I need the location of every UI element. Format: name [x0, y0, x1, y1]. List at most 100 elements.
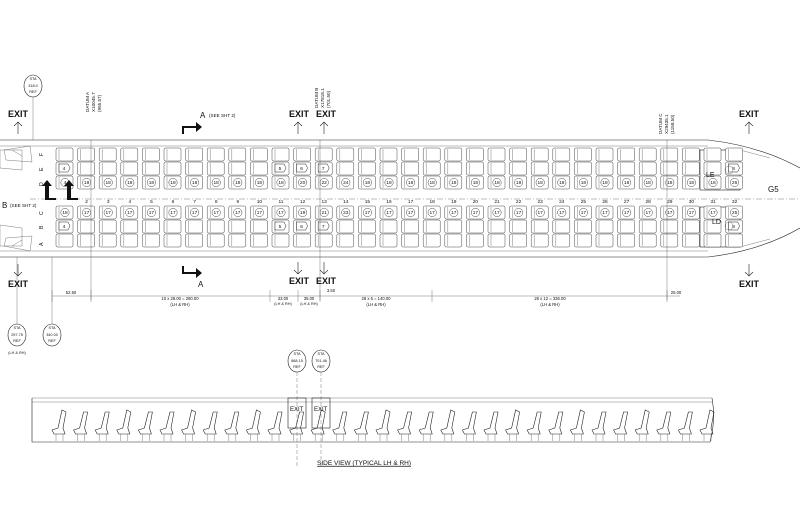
seat [444, 147, 463, 162]
seat [163, 161, 182, 176]
sta-top-left-label: STA [29, 77, 37, 81]
seat-ref-number: 17 [646, 210, 652, 216]
sta-side-2-label: STA [317, 352, 325, 356]
seat [228, 161, 247, 176]
seat-ref-bubble: 17 [643, 208, 653, 217]
sta-top-left-value: 318.0 [28, 84, 38, 88]
sta-bottom-left-2-label: STA [48, 326, 56, 330]
section-a-top-note: (SEE SHT 2) [209, 113, 236, 118]
seat-ref-number: 18 [214, 180, 220, 186]
side-seat [699, 409, 715, 441]
seat [185, 233, 203, 248]
row-number: 32 [732, 199, 738, 205]
seat [250, 219, 268, 234]
seat-ref-number: 18 [127, 180, 133, 186]
seat-ref-bubble: 18 [406, 178, 416, 187]
seat-ref-bubble: 17 [622, 208, 632, 217]
seat-ref-number: 17 [689, 210, 695, 216]
seat [293, 147, 311, 162]
row-number: 21 [494, 199, 500, 205]
seat-ref-bubble: 22 [319, 178, 329, 187]
sta-side-1-ref: REF [293, 365, 301, 369]
arrow-up-icon [293, 121, 303, 134]
seat-ref-number: 18 [494, 180, 500, 186]
seat [314, 233, 333, 248]
dim-35: 35.00 [304, 296, 315, 301]
side-seat [159, 411, 175, 441]
sta-bottom-left-1-value: 297.75 [11, 333, 23, 337]
seat [574, 233, 592, 248]
side-seat [267, 411, 283, 441]
seat-ref-bubble: 19 [298, 208, 308, 217]
seat-ref-bubble: 17 [470, 208, 480, 217]
side-seat [310, 409, 326, 441]
section-b-left: B [2, 201, 7, 210]
seat-ref-bubble: 18 [168, 178, 178, 187]
seat [422, 161, 441, 176]
row-number: 19 [451, 199, 457, 205]
equipment-tag-number: 4 [63, 166, 66, 172]
seat [206, 161, 225, 176]
seat [509, 147, 527, 162]
seat-ref-number: 18 [710, 180, 716, 186]
side-seat [51, 409, 67, 441]
seat-ref-number: 17 [624, 210, 630, 216]
arrow-up-icon [319, 121, 329, 134]
seat [228, 233, 247, 248]
seat [682, 233, 700, 248]
equipment-tag-number: 7 [322, 166, 325, 172]
sta-side-1-value: 668.15 [291, 359, 303, 363]
seat [444, 219, 463, 234]
exit-aft-lower: EXIT [739, 279, 760, 289]
dim-280: 10 x 28.00 = 280.00 [161, 296, 199, 301]
seat-ref-number: 17 [257, 210, 263, 216]
seat [530, 147, 549, 162]
equipment-tag-number: 7 [322, 224, 325, 230]
arrow-up-icon [744, 121, 754, 134]
dim-52: 52.50 [66, 290, 77, 295]
seat-ref-number: 17 [602, 210, 608, 216]
seat [77, 233, 95, 248]
seat-ref-number: 17 [581, 210, 587, 216]
datum-b-title: DATUM B [314, 88, 319, 108]
seat [422, 219, 441, 234]
side-seat [116, 409, 132, 441]
seat-ref-bubble: 18 [190, 178, 200, 187]
seat [552, 219, 571, 234]
seat-ref-bubble: 17 [708, 208, 718, 217]
seat [703, 219, 722, 234]
seat [120, 219, 139, 234]
seat-ref-bubble: 18 [622, 178, 632, 187]
seat-ref-number: 17 [170, 210, 176, 216]
side-seat [505, 409, 520, 441]
sta-bottom-left-1-label: STA [13, 326, 21, 330]
datum-a-x: X10045.7 [91, 92, 96, 112]
seat [98, 147, 117, 162]
side-seat [526, 411, 542, 441]
row-number: 10 [257, 199, 263, 205]
exit-mid-lower-right: EXIT [316, 276, 337, 286]
row-number: 11 [279, 199, 284, 205]
seat-ref-bubble: 18 [578, 178, 588, 187]
equipment-tag-number: 5 [279, 166, 282, 172]
seat [314, 147, 333, 162]
equipment-tag-number: 4 [63, 224, 66, 230]
dim-280-note: (LH & RH) [170, 302, 190, 307]
seat-ref-number: 4 [64, 180, 67, 186]
equipment-tag: 5 [274, 163, 287, 173]
equipment-tag-number: 6 [300, 166, 303, 172]
side-exit-door-1 [287, 397, 307, 429]
seat [120, 161, 139, 176]
seat [77, 147, 95, 162]
equipment-tag: 7 [317, 221, 330, 231]
seat-ref-number: 18 [365, 180, 371, 186]
equipment-tag-number: 8 [732, 224, 735, 230]
seat [530, 161, 549, 176]
seat [379, 219, 398, 234]
seat-ref-bubble: 17 [427, 208, 437, 217]
side-seat [137, 411, 153, 441]
seat-ref-bubble: 17 [190, 208, 200, 217]
side-seat [289, 411, 304, 441]
